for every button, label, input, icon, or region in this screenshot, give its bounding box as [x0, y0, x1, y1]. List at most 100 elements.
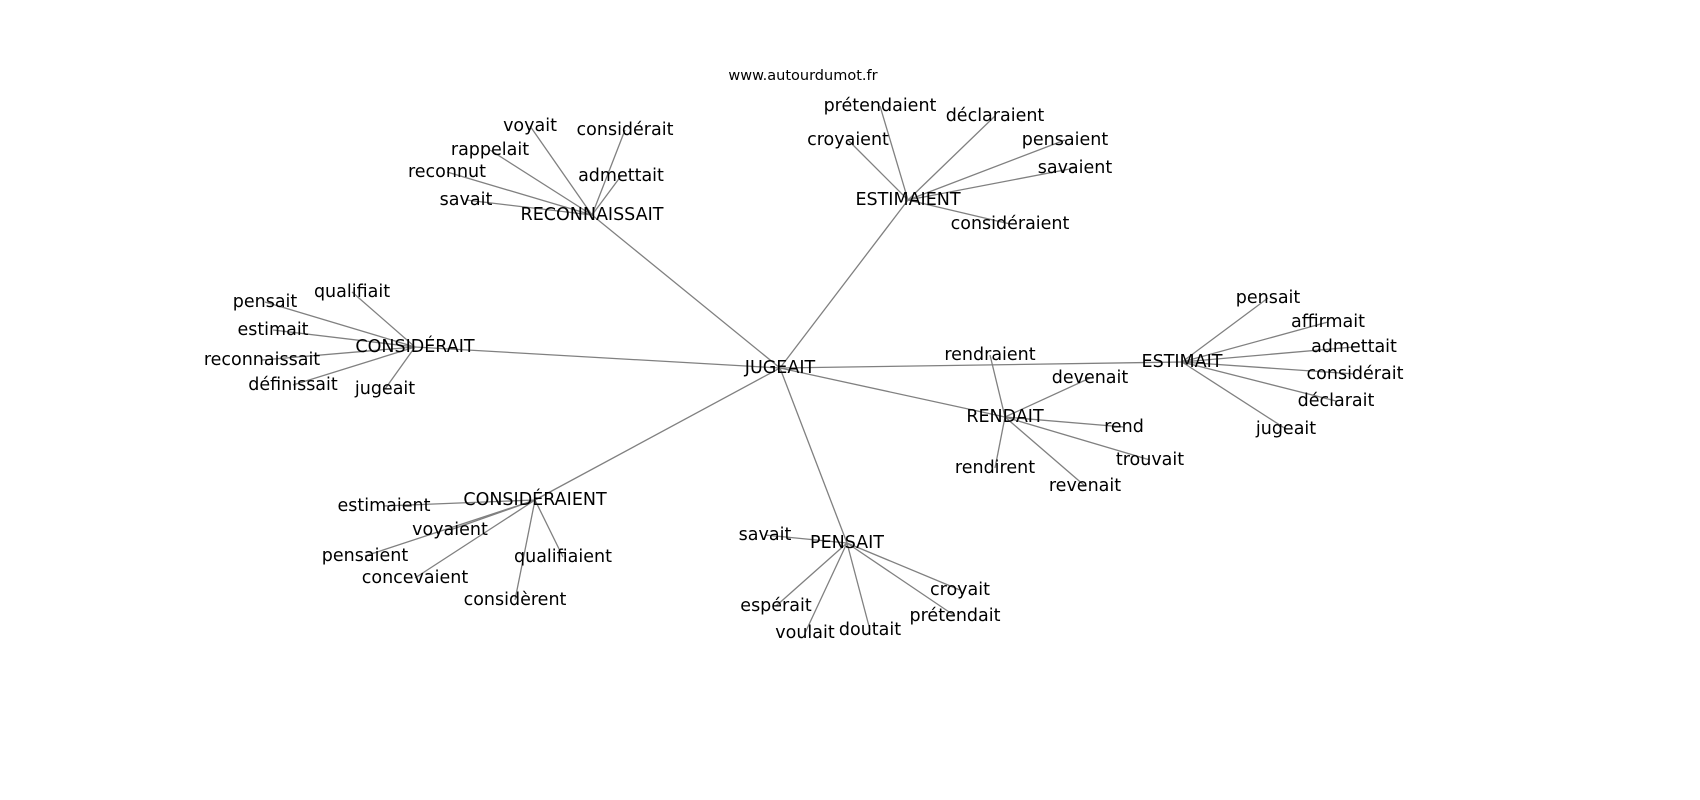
child-word-node[interactable]: pensaient — [1022, 130, 1109, 150]
child-word-node[interactable]: considéraient — [951, 214, 1070, 234]
edge-center-hub — [591, 214, 781, 369]
child-word-node[interactable]: estimait — [237, 320, 308, 340]
edge-hub-child — [489, 149, 593, 216]
edge-hub-child — [1181, 361, 1356, 375]
child-word-node[interactable]: reconnaissait — [204, 350, 320, 370]
child-word-node[interactable]: reconnut — [408, 162, 486, 182]
child-word-node[interactable]: définissait — [248, 375, 338, 395]
child-word-node[interactable]: pensait — [233, 292, 298, 312]
edge-hub-child — [534, 499, 564, 558]
edge-hub-child — [591, 175, 622, 216]
child-word-node[interactable]: doutait — [839, 620, 901, 640]
child-word-node[interactable]: croyait — [930, 580, 990, 600]
hub-word-node[interactable]: CONSIDÉRAIT — [355, 335, 474, 357]
edge-center-hub — [414, 346, 781, 369]
child-word-node[interactable]: croyaient — [807, 130, 889, 150]
child-word-node[interactable]: savait — [739, 525, 792, 545]
edge-hub-child — [446, 171, 593, 216]
edge-hub-child — [351, 291, 416, 348]
edge-hub-child — [1181, 297, 1269, 363]
edge-hub-child — [591, 129, 626, 216]
child-word-node[interactable]: rend — [1104, 417, 1144, 437]
edge-hub-child — [804, 542, 848, 634]
child-word-node[interactable]: considérait — [577, 120, 674, 140]
edge-hub-child — [1181, 361, 1337, 402]
center-word-node[interactable]: JUGEAIT — [744, 358, 816, 378]
edge-center-hub — [779, 367, 848, 544]
hub-word-node[interactable]: CONSIDÉRAIENT — [463, 488, 607, 510]
edges — [261, 105, 1356, 634]
child-word-node[interactable]: savait — [440, 190, 493, 210]
edge-hub-child — [879, 105, 909, 201]
edge-hub-child — [775, 542, 848, 607]
edge-hub-child — [1181, 346, 1355, 363]
edge-hub-child — [292, 346, 416, 386]
edge-center-hub — [779, 361, 1183, 369]
edge-hub-child — [364, 499, 536, 557]
edge-hub-child — [1004, 416, 1151, 461]
edge-hub-child — [907, 115, 996, 201]
edge-hub-child — [994, 416, 1006, 469]
child-word-node[interactable]: revenait — [1049, 476, 1121, 496]
child-word-node[interactable]: affirmait — [1291, 312, 1365, 332]
edge-hub-child — [261, 346, 416, 361]
child-word-node[interactable]: pensait — [1236, 288, 1301, 308]
edge-hub-child — [847, 139, 909, 201]
child-word-node[interactable]: déclaraient — [946, 106, 1045, 126]
hub-word-node[interactable]: ESTIMAIT — [1142, 352, 1223, 372]
hub-word-node[interactable]: RECONNAISSAIT — [521, 205, 664, 225]
site-title: www.autourdumot.fr — [728, 68, 877, 84]
child-word-node[interactable]: concevaient — [362, 568, 469, 588]
hub-word-node[interactable]: PENSAIT — [810, 533, 884, 553]
edge-hub-child — [1181, 361, 1287, 430]
child-word-node[interactable]: voyaient — [412, 520, 488, 540]
child-word-node[interactable]: espérait — [740, 596, 812, 616]
edge-center-hub — [534, 367, 781, 501]
edge-hub-child — [907, 167, 1076, 201]
edge-hub-child — [846, 542, 961, 591]
child-word-node[interactable]: rendirent — [955, 458, 1035, 478]
child-word-node[interactable]: considèrent — [464, 590, 567, 610]
edge-center-hub — [779, 199, 909, 369]
edge-hub-child — [384, 346, 416, 390]
child-word-node[interactable]: pensaient — [322, 546, 409, 566]
child-word-node[interactable]: trouvait — [1116, 450, 1184, 470]
edge-hub-child — [764, 534, 848, 544]
child-word-node[interactable]: voyait — [503, 116, 557, 136]
child-word-node[interactable]: considérait — [1307, 364, 1404, 384]
child-word-node[interactable]: prétendait — [910, 606, 1001, 626]
edge-hub-child — [907, 199, 1011, 225]
edge-hub-child — [846, 542, 871, 631]
edge-hub-child — [1181, 321, 1329, 363]
child-word-node[interactable]: jugeait — [1255, 419, 1316, 439]
edge-hub-child — [907, 139, 1066, 201]
edge-hub-child — [264, 301, 416, 348]
child-word-node[interactable]: devenait — [1052, 368, 1129, 388]
child-word-node[interactable]: admettait — [578, 166, 664, 186]
edge-hub-child — [514, 499, 536, 601]
child-word-node[interactable]: qualifiaient — [514, 547, 612, 567]
edge-center-hub — [779, 367, 1006, 418]
edge-hub-child — [529, 125, 593, 216]
hub-word-node[interactable]: RENDAIT — [966, 407, 1044, 427]
child-word-node[interactable]: déclarait — [1298, 391, 1375, 411]
edge-hub-child — [414, 499, 536, 579]
edge-hub-child — [272, 329, 416, 348]
edge-hub-child — [1004, 377, 1091, 418]
child-word-node[interactable]: savaient — [1038, 158, 1113, 178]
child-word-node[interactable]: voulait — [775, 623, 835, 643]
child-word-node[interactable]: qualifiait — [314, 282, 390, 302]
edge-hub-child — [989, 354, 1006, 418]
edge-hub-child — [846, 542, 956, 617]
edge-hub-child — [383, 499, 536, 507]
hub-word-node[interactable]: ESTIMAIENT — [855, 190, 960, 210]
child-word-node[interactable]: admettait — [1311, 337, 1397, 357]
child-word-node[interactable]: rappelait — [451, 140, 529, 160]
edge-hub-child — [1004, 416, 1125, 428]
child-word-node[interactable]: prétendaient — [824, 96, 937, 116]
child-word-node[interactable]: estimaient — [338, 496, 431, 516]
child-word-node[interactable]: jugeait — [354, 379, 415, 399]
child-word-node[interactable]: rendraient — [944, 345, 1035, 365]
